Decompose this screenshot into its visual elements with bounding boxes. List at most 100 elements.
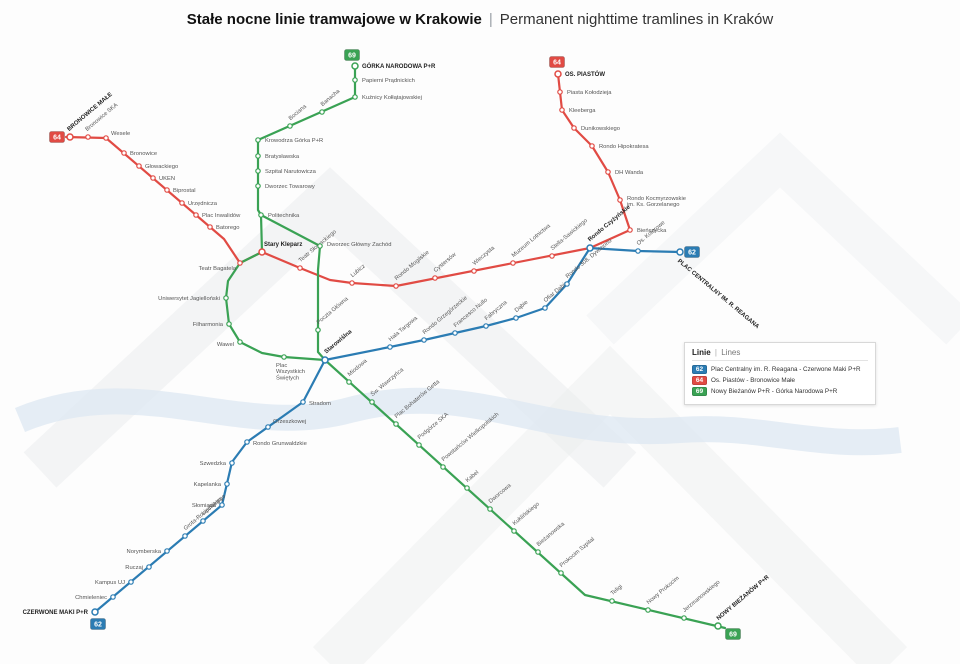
- line-number-badge: 62: [684, 246, 700, 258]
- station-dot: [483, 323, 489, 329]
- station-dot: [128, 579, 134, 585]
- legend-line-label: Plac Centralny im. R. Reagana - Czerwone…: [711, 366, 861, 373]
- station-label: Chmieleniec: [75, 595, 107, 601]
- legend: Linie | Lines 62 Plac Centralny im. R. Re…: [684, 342, 876, 405]
- background-shapes: [15, 132, 960, 664]
- station-dot: [513, 315, 519, 321]
- station-label: Powstańców Wielkopolskich: [441, 412, 500, 463]
- station-dot: [121, 150, 127, 156]
- station-dot: [635, 248, 641, 254]
- background-chevron: [312, 345, 908, 664]
- legend-line-badge: 69: [692, 387, 707, 396]
- station-label: Jerzmanowskiego: [682, 579, 721, 613]
- station-label: Lubicz: [350, 263, 367, 278]
- station-dot: [393, 421, 399, 427]
- station-dot: [487, 506, 493, 512]
- station-dot: [564, 281, 570, 287]
- station-dot: [676, 248, 684, 256]
- line-path: [259, 213, 327, 362]
- station-dot: [369, 399, 375, 405]
- title-bar: Stałe nocne linie tramwajowe w Krakowie …: [0, 0, 960, 38]
- line-path: [93, 246, 682, 614]
- station-dot: [103, 135, 109, 141]
- station-dot: [440, 464, 446, 470]
- station-dot: [535, 549, 541, 555]
- station-label: OS. PIASTÓW: [565, 70, 605, 78]
- station-dot: [182, 533, 188, 539]
- station-label: Bieżanowska: [536, 521, 567, 548]
- station-label: Szpital Narutowicza: [265, 169, 317, 175]
- station-dot: [255, 137, 261, 143]
- line-number-badge-label: 62: [688, 249, 696, 256]
- tram-line-64: [64, 72, 632, 288]
- station-label: Cystersów: [433, 251, 458, 274]
- station-dot: [627, 227, 633, 233]
- line-path: [64, 72, 632, 288]
- line-number-badge-label: 62: [94, 621, 102, 628]
- station-dot: [258, 248, 266, 256]
- station-dot: [416, 442, 422, 448]
- station-label: Piasta Kołodzieja: [567, 90, 612, 96]
- station-dot: [346, 379, 352, 385]
- station-dot: [589, 143, 595, 149]
- station-label: Papierni Prądnickich: [362, 78, 415, 84]
- legend-title-polish: Linie: [692, 348, 711, 357]
- line-number-badge: 64: [49, 131, 65, 143]
- station-dot: [255, 168, 261, 174]
- station-dot: [352, 77, 358, 83]
- background-river: [15, 387, 902, 456]
- station-label: Wesele: [111, 131, 130, 137]
- station-label: CZERWONE MAKI P+R: [23, 610, 89, 616]
- station-dot: [193, 212, 199, 218]
- station-dot: [226, 321, 232, 327]
- station-label: DH Wanda: [615, 170, 644, 176]
- title-separator: |: [488, 10, 493, 28]
- station-label: Kapelanka: [194, 482, 222, 488]
- station-label: Wawel: [217, 342, 234, 348]
- station-dot: [557, 89, 563, 95]
- station-label: Nowy Prokocim: [646, 575, 681, 606]
- legend-title: Linie | Lines: [692, 348, 868, 361]
- station-dot: [164, 187, 170, 193]
- page-title-polish: Stałe nocne linie tramwajowe w Krakowie: [186, 10, 482, 28]
- station-label: Batorego: [216, 225, 240, 231]
- station-label: Poczta Główna: [316, 296, 350, 326]
- station-dot: [387, 344, 393, 350]
- station-dot: [558, 570, 564, 576]
- station-dot: [146, 564, 152, 570]
- legend-line-label: Nowy Bieżanów P+R - Górka Narodowa P+R: [711, 388, 838, 395]
- station-dot: [510, 260, 516, 266]
- station-dot: [224, 481, 230, 487]
- line-number-badge: 64: [549, 56, 565, 68]
- legend-line-badge: 62: [692, 365, 707, 374]
- station-dot: [207, 224, 213, 230]
- station-dot: [352, 94, 358, 100]
- station-label: Norymberska: [127, 549, 162, 555]
- line-number-badge-label: 64: [53, 134, 61, 141]
- station-dot: [315, 327, 321, 333]
- station-label: UKEN: [159, 176, 175, 182]
- station-label: Dworzec Główny Zachód: [327, 242, 391, 248]
- station-dot: [300, 399, 306, 405]
- station-label: Szwedzka: [200, 461, 227, 467]
- station-dot: [511, 528, 517, 534]
- station-dot: [542, 305, 548, 311]
- page-title-english: Permanent nighttime tramlines in Kraków: [499, 10, 774, 28]
- legend-entries: 62 Plac Centralny im. R. Reagana - Czerwo…: [692, 365, 868, 396]
- station-dot: [452, 330, 458, 336]
- station-label: Słomiana: [192, 503, 217, 509]
- station-label: Orzeszkowej: [273, 419, 306, 425]
- line-number-badge-label: 69: [348, 52, 356, 59]
- station-label: Dworzec Towarowy: [265, 184, 315, 190]
- station-label: Teatr Bagatela: [199, 266, 237, 272]
- station-label: Rondo 308. Dywizjonu: [565, 238, 613, 280]
- station-dot: [229, 460, 235, 466]
- station-dot: [471, 268, 477, 274]
- station-label: Plac Inwalidów: [202, 213, 241, 219]
- station-dot: [571, 125, 577, 131]
- line-number-badge-label: 69: [729, 631, 737, 638]
- station-dot: [179, 200, 185, 206]
